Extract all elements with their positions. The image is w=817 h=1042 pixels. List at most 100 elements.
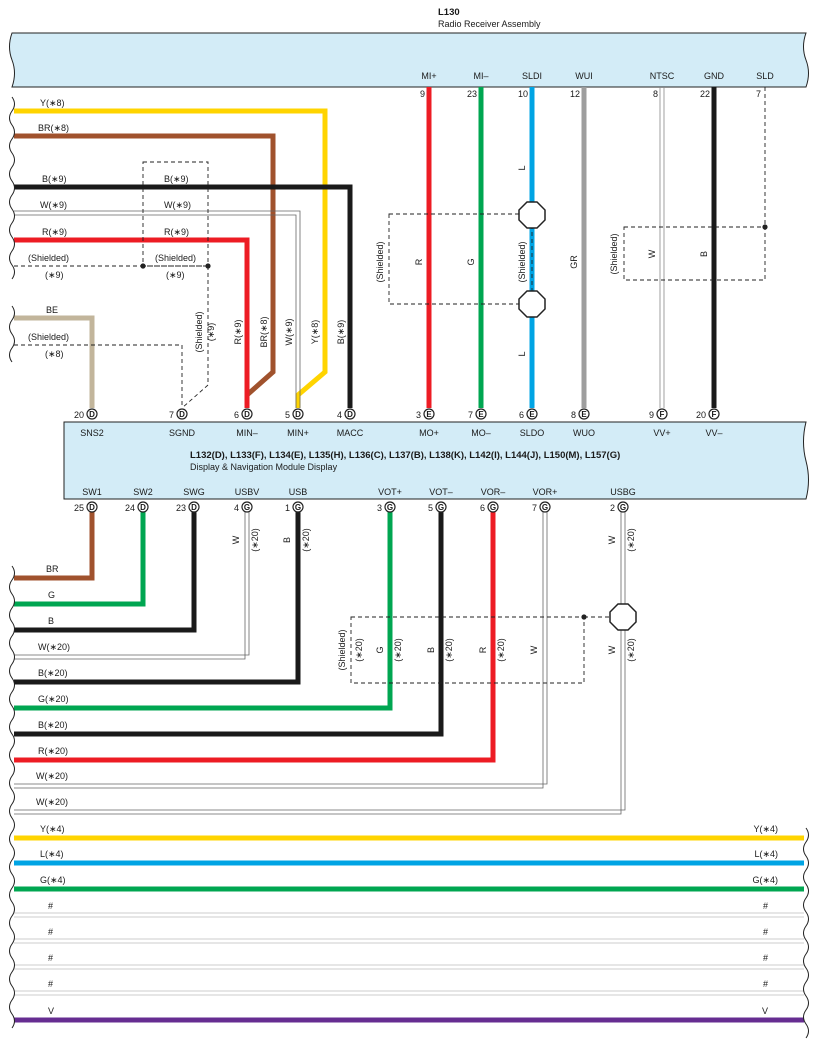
wire-label: W(∗9) [40, 200, 67, 210]
connector-letter: F [660, 410, 665, 419]
wire-label: Y(∗8) [40, 98, 65, 108]
wire-label: W(∗20) [36, 771, 68, 781]
wire-w20-d [14, 508, 544, 789]
wire-label: BE [46, 305, 58, 315]
connector-letter: F [712, 410, 717, 419]
radio-wires [426, 87, 766, 408]
pin-num: 25 [74, 503, 84, 513]
pin-name: VV+ [653, 428, 670, 438]
wire-label: W [607, 535, 617, 544]
wire-label: G(∗4) [752, 875, 778, 885]
wire-label: W [647, 249, 657, 258]
connector-circle [708, 408, 720, 420]
left-wavy-edge [9, 96, 15, 280]
connector-letter: G [620, 503, 626, 512]
pin-num: 6 [519, 410, 524, 420]
wire-label: # [763, 953, 768, 963]
pin-name: VOT– [429, 487, 453, 497]
connector-circle [617, 501, 629, 513]
pin-num: 8 [571, 410, 576, 420]
wire-label: # [48, 953, 53, 963]
pin-name: SLDO [520, 428, 545, 438]
pin-vor-minus: 6 G [480, 501, 499, 513]
shield-to-sgnd [181, 266, 209, 409]
wire-label: B(∗20) [38, 668, 68, 678]
shield-loop-vo [350, 616, 585, 684]
connector-letter: G [490, 503, 496, 512]
pin-wuo: 8 E WUO [571, 408, 595, 438]
right-wavy-edge [803, 827, 809, 1039]
radio-module-box [9, 32, 809, 88]
pin-name-mi-minus: MI– [473, 71, 488, 81]
connector-letter: E [426, 410, 432, 419]
pin-vv-minus: 20 F VV– [696, 408, 723, 438]
splice-label: R(∗9) [164, 227, 189, 237]
connector-letter: D [89, 503, 95, 512]
left-wavy-edge [9, 565, 15, 1029]
pin-name: VOT+ [378, 487, 402, 497]
pin-name: VOR+ [533, 487, 558, 497]
pin-num: 1 [285, 503, 290, 513]
note-label: (∗9) [206, 323, 216, 342]
pin-num: 7 [756, 89, 761, 99]
connector-circle [423, 408, 435, 420]
wire-label: W [529, 645, 539, 654]
pin-num: 4 [234, 503, 239, 513]
pin-name: WUO [573, 428, 595, 438]
pin-name: SW2 [133, 487, 153, 497]
shield-loop-ntsc [623, 226, 766, 281]
shield-loop-mi [388, 213, 533, 305]
wire-br [14, 508, 95, 581]
note-label: (∗8) [45, 349, 64, 359]
connector-circle [292, 501, 304, 513]
pin-num: 3 [416, 410, 421, 420]
connector-letter: D [244, 410, 250, 419]
connector-letter: D [89, 410, 95, 419]
wire-label: B [282, 537, 292, 543]
pin-name-gnd: GND [704, 71, 725, 81]
connector-circle [241, 501, 253, 513]
wire-label: B(∗20) [38, 720, 68, 730]
connector-circle [384, 501, 396, 513]
left-wavy-edge [9, 305, 15, 363]
connector-circle [656, 408, 668, 420]
pin-num: 23 [467, 89, 477, 99]
connector-letter: G [295, 503, 301, 512]
top-left-wires [14, 108, 353, 409]
wire-label: W [231, 535, 241, 544]
display-name: Display & Navigation Module Display [190, 462, 338, 472]
shielded-label: (Shielded) [28, 253, 69, 263]
pin-name: USB [289, 487, 308, 497]
pin-usbv: 4 G [234, 501, 253, 513]
pin-sw2: 24 D [125, 501, 149, 513]
note-label: (∗20) [301, 528, 311, 552]
pin-num: 3 [377, 503, 382, 513]
radio-name: Radio Receiver Assembly [438, 19, 541, 29]
pin-num: 6 [234, 410, 239, 420]
shielded-label: (Shielded) [155, 253, 196, 263]
pin-num: 8 [653, 89, 658, 99]
splice-label: W(∗9) [164, 200, 191, 210]
connector-letter: D [179, 410, 185, 419]
splice-label: B(∗9) [164, 174, 189, 184]
through-wires [14, 835, 804, 1023]
wire-label: L(∗4) [754, 849, 778, 859]
pin-sgnd: 7 D SGND [169, 408, 195, 438]
wire-b20-2 [14, 508, 444, 737]
display-bottom-pins: 25 D 24 D 23 D 4 G 1 G 3 G [74, 501, 629, 513]
pin-num: 24 [125, 503, 135, 513]
wire-label: V [48, 1006, 54, 1016]
pin-num: 9 [420, 89, 425, 99]
bottom-vertical-labels: W (∗20) B (∗20) (Shielded) (∗20) G (∗20)… [231, 528, 636, 670]
pin-name: MO+ [419, 428, 439, 438]
wire-label: B(∗9) [336, 320, 346, 345]
pin-name: SWG [183, 487, 205, 497]
wire-label: # [48, 979, 53, 989]
shielded-label: (Shielded) [194, 311, 204, 352]
wire-label: W(∗20) [38, 642, 70, 652]
shielded-label: (Shielded) [28, 332, 69, 342]
wire-label: BR(∗8) [38, 123, 69, 133]
octagon-splice-top [518, 201, 546, 229]
pin-mo-minus: 7 E MO– [468, 408, 491, 438]
